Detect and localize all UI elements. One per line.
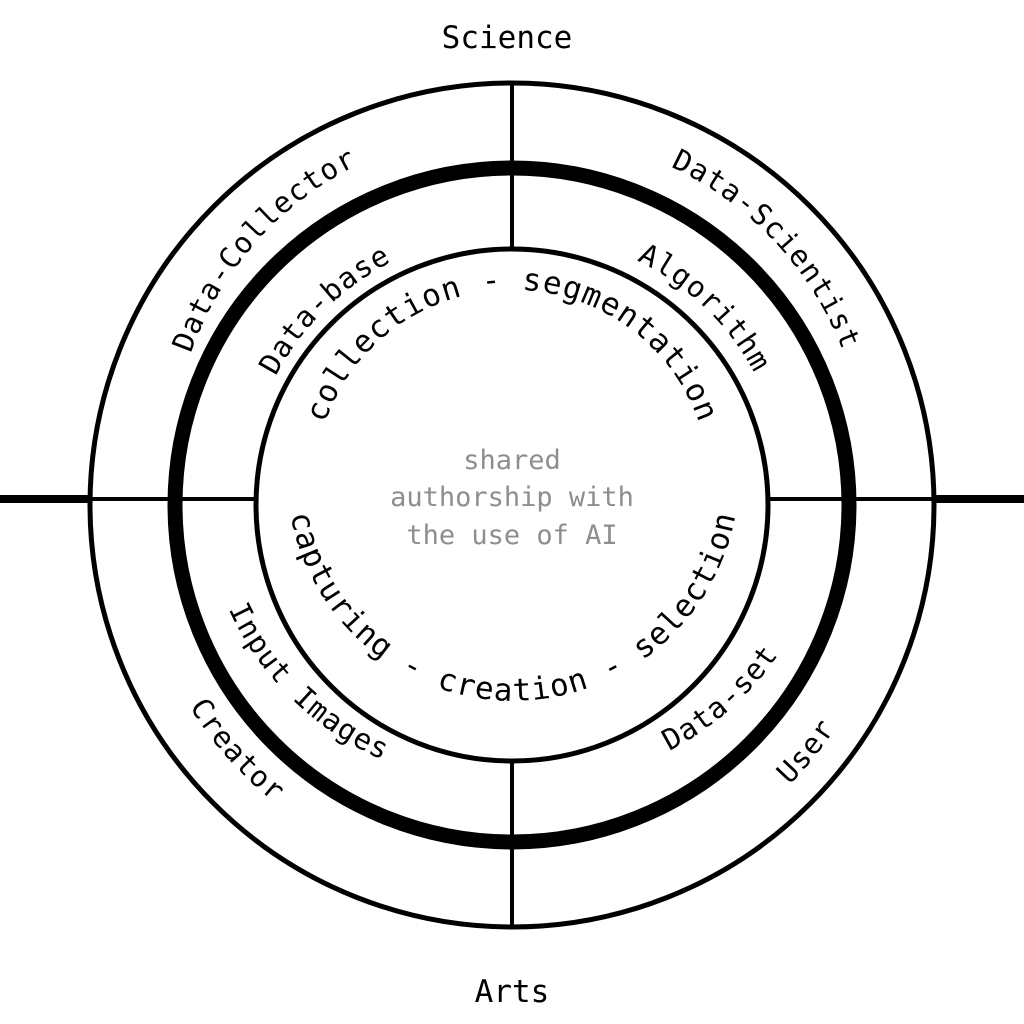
- axis-bottom-label: Arts: [475, 974, 550, 1010]
- role-data-scientist-label: Data-Scientist: [667, 142, 867, 353]
- center-line-3: the use of AI: [406, 520, 617, 551]
- axis-top-label: Science: [442, 20, 573, 56]
- center-line-2: authorship with: [390, 482, 634, 513]
- center-line-1: shared: [463, 445, 561, 476]
